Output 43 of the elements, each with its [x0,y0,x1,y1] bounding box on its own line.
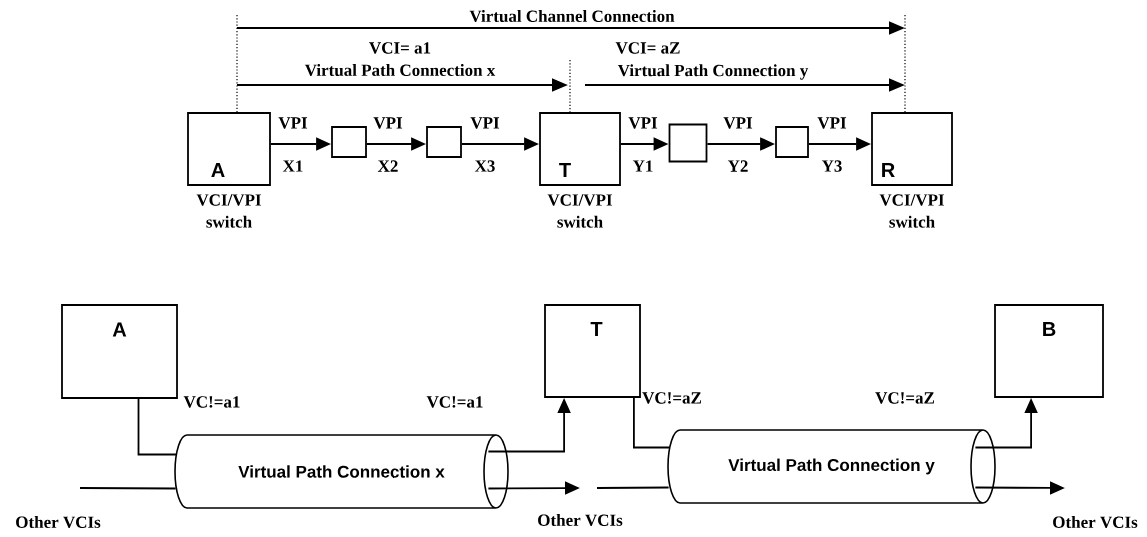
span-label: Virtual Channel Connection [469,10,675,23]
switch-caption: VCI/VPI switch [547,194,612,228]
other-vcis-label: Other VCIs [1053,516,1138,529]
other-vcis-label: Other VCIs [16,516,101,529]
vc-label: VC!=a1 [183,396,240,408]
vpi-label: VPI [373,117,403,129]
link-label: Y1 [632,160,653,172]
node-box [668,123,708,163]
vpi-label: VPI [723,117,753,129]
switch-box: A [187,112,271,186]
connector-line [596,486,670,489]
connector-line [633,397,671,449]
switch-caption: VCI/VPI switch [196,194,261,228]
vc-label: VC!=aZ [875,392,934,404]
vpi-label: VPI [278,117,308,129]
other-vcis-label: Other VCIs [538,514,623,527]
switch-box: A [61,304,178,399]
span-label: Virtual Path Connection x [304,64,496,77]
node-box [331,126,367,158]
switch-box: T [544,304,641,398]
switch-box: T [539,112,621,186]
switch-box: R [871,112,953,186]
link-label: Y3 [821,160,842,172]
vpi-label: VPI [628,117,658,129]
connector-line [79,487,177,490]
tube-drawing: Virtual Path Connection x [174,434,509,509]
tube-drawing: Virtual Path Connection y [667,429,996,504]
vc-label: VC!=aZ [642,392,701,404]
connector-line [137,398,178,456]
span-label: Virtual Path Connection y [617,64,809,80]
vpi-label: VPI [817,117,847,129]
vci-label: VCI= a1 [369,42,431,54]
vci-label: VCI= aZ [615,42,680,54]
link-label: X2 [377,160,398,172]
switch-box: B [994,304,1104,398]
link-label: Y2 [727,160,748,172]
vc-label: VC!=a1 [426,396,483,408]
switch-caption: VCI/VPI switch [879,194,944,228]
node-box [426,126,462,158]
link-label: X3 [474,160,495,172]
node-box [775,126,809,158]
link-label: X1 [282,160,303,172]
vpi-label: VPI [470,117,500,129]
